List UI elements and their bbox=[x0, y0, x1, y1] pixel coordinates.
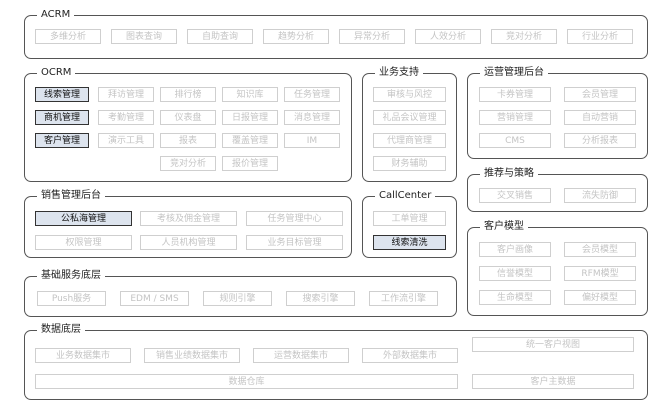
daily-report-management[interactable]: 日报管理 bbox=[222, 110, 278, 125]
attendance-management[interactable]: 考勤管理 bbox=[98, 110, 154, 125]
ocrm-competitor-analysis[interactable]: 竞对分析 bbox=[160, 156, 216, 171]
reports[interactable]: 报表 bbox=[160, 133, 216, 148]
lifecycle-model[interactable]: 生命模型 bbox=[479, 290, 551, 305]
business-goal-management[interactable]: 业务目标管理 bbox=[246, 235, 343, 250]
edm-sms[interactable]: EDM / SMS bbox=[120, 291, 189, 306]
ops-backend-panel: 运营管理后台 卡券管理 会员管理 营销管理 自动营销 CMS 分析报表 bbox=[467, 65, 648, 159]
external-data-mart[interactable]: 外部数据集市 bbox=[362, 348, 458, 363]
member-model[interactable]: 会员模型 bbox=[564, 242, 636, 257]
lead-cleansing[interactable]: 线索清洗 bbox=[373, 235, 446, 250]
message-management[interactable]: 消息管理 bbox=[284, 110, 340, 125]
public-private-pool-management[interactable]: 公私海管理 bbox=[35, 211, 132, 226]
acrm-chart-query[interactable]: 图表查询 bbox=[111, 29, 177, 44]
knowledge-base[interactable]: 知识库 bbox=[222, 87, 278, 102]
biz-support-title: 业务支持 bbox=[375, 65, 423, 81]
ocrm-panel: OCRM 线索管理 商机管理 客户管理 拜访管理 排行榜 知识库 任务管理 考勤… bbox=[24, 65, 352, 182]
callcenter-panel: CallCenter 工单管理 线索清洗 bbox=[362, 188, 457, 258]
workflow-engine[interactable]: 工作流引擎 bbox=[369, 291, 438, 306]
cms[interactable]: CMS bbox=[479, 133, 551, 148]
acrm-efficiency-analysis[interactable]: 人效分析 bbox=[415, 29, 481, 44]
business-data-mart[interactable]: 业务数据集市 bbox=[35, 348, 131, 363]
ocrm-title: OCRM bbox=[37, 65, 76, 81]
churn-defense[interactable]: 流失防御 bbox=[564, 188, 636, 203]
operations-data-mart[interactable]: 运营数据集市 bbox=[253, 348, 349, 363]
finance-assist[interactable]: 财务辅助 bbox=[373, 156, 446, 171]
sales-backend-panel: 销售管理后台 公私海管理 考核及佣金管理 任务管理中心 权限管理 人员机构管理 … bbox=[24, 188, 352, 258]
task-management[interactable]: 任务管理 bbox=[284, 87, 340, 102]
analytics-reports[interactable]: 分析报表 bbox=[564, 133, 636, 148]
acrm-trend-analysis[interactable]: 趋势分析 bbox=[263, 29, 329, 44]
marketing-management[interactable]: 营销管理 bbox=[479, 110, 551, 125]
ops-backend-title: 运营管理后台 bbox=[480, 65, 548, 81]
auto-marketing[interactable]: 自动营销 bbox=[564, 110, 636, 125]
audit-risk-control[interactable]: 审核与风控 bbox=[373, 87, 446, 102]
customer-model-panel: 客户模型 客户画像 会员模型 信誉模型 RFM模型 生命模型 偏好模型 bbox=[467, 219, 648, 316]
coupon-management[interactable]: 卡券管理 bbox=[479, 87, 551, 102]
task-management-center[interactable]: 任务管理中心 bbox=[246, 211, 343, 226]
coverage-management[interactable]: 覆盖管理 bbox=[222, 133, 278, 148]
sales-backend-title: 销售管理后台 bbox=[37, 188, 105, 204]
member-management[interactable]: 会员管理 bbox=[564, 87, 636, 102]
dashboard[interactable]: 仪表盘 bbox=[160, 110, 216, 125]
recommend-strategy-title: 推荐与策略 bbox=[480, 166, 538, 182]
acrm-competitor-analysis[interactable]: 竞对分析 bbox=[491, 29, 557, 44]
callcenter-title: CallCenter bbox=[375, 188, 436, 204]
visit-management[interactable]: 拜访管理 bbox=[98, 87, 154, 102]
data-layer-panel: 数据底层 业务数据集市 销售业绩数据集市 运营数据集市 外部数据集市 统一客户视… bbox=[24, 322, 648, 400]
acrm-self-query[interactable]: 自助查询 bbox=[187, 29, 253, 44]
permission-management[interactable]: 权限管理 bbox=[35, 235, 132, 250]
customer-profile[interactable]: 客户画像 bbox=[479, 242, 551, 257]
unified-customer-view[interactable]: 统一客户视图 bbox=[472, 337, 634, 352]
acrm-multidim-analysis[interactable]: 多维分析 bbox=[35, 29, 101, 44]
biz-support-panel: 业务支持 审核与风控 礼品会议管理 代理商管理 财务辅助 bbox=[362, 65, 457, 182]
cross-sell[interactable]: 交叉销售 bbox=[479, 188, 551, 203]
gift-meeting-management[interactable]: 礼品会议管理 bbox=[373, 110, 446, 125]
lead-management[interactable]: 线索管理 bbox=[35, 87, 89, 102]
leaderboard[interactable]: 排行榜 bbox=[160, 87, 216, 102]
customer-master-data[interactable]: 客户主数据 bbox=[472, 374, 634, 389]
rfm-model[interactable]: RFM模型 bbox=[564, 266, 636, 281]
credit-model[interactable]: 信誉模型 bbox=[479, 266, 551, 281]
demo-tools[interactable]: 演示工具 bbox=[98, 133, 154, 148]
data-warehouse[interactable]: 数据仓库 bbox=[35, 374, 458, 389]
customer-model-title: 客户模型 bbox=[480, 219, 528, 235]
sales-performance-data-mart[interactable]: 销售业绩数据集市 bbox=[144, 348, 240, 363]
im[interactable]: IM bbox=[284, 133, 340, 148]
acrm-industry-analysis[interactable]: 行业分析 bbox=[567, 29, 633, 44]
push-service[interactable]: Push服务 bbox=[37, 291, 106, 306]
base-services-panel: 基础服务底层 Push服务 EDM / SMS 规则引擎 搜索引擎 工作流引擎 bbox=[24, 268, 457, 317]
customer-management[interactable]: 客户管理 bbox=[35, 133, 89, 148]
acrm-panel: ACRM 多维分析 图表查询 自助查询 趋势分析 异常分析 人效分析 竞对分析 … bbox=[24, 7, 648, 59]
acrm-anomaly-analysis[interactable]: 异常分析 bbox=[339, 29, 405, 44]
assessment-commission-management[interactable]: 考核及佣金管理 bbox=[140, 211, 237, 226]
agent-management[interactable]: 代理商管理 bbox=[373, 133, 446, 148]
rules-engine[interactable]: 规则引擎 bbox=[203, 291, 272, 306]
ticket-management[interactable]: 工单管理 bbox=[373, 211, 446, 226]
base-services-title: 基础服务底层 bbox=[37, 268, 105, 284]
acrm-title: ACRM bbox=[37, 7, 75, 23]
opportunity-management[interactable]: 商机管理 bbox=[35, 110, 89, 125]
preference-model[interactable]: 偏好模型 bbox=[564, 290, 636, 305]
data-layer-title: 数据底层 bbox=[37, 322, 85, 338]
quote-management[interactable]: 报价管理 bbox=[222, 156, 278, 171]
org-personnel-management[interactable]: 人员机构管理 bbox=[140, 235, 237, 250]
search-engine[interactable]: 搜索引擎 bbox=[286, 291, 355, 306]
recommend-strategy-panel: 推荐与策略 交叉销售 流失防御 bbox=[467, 166, 648, 212]
